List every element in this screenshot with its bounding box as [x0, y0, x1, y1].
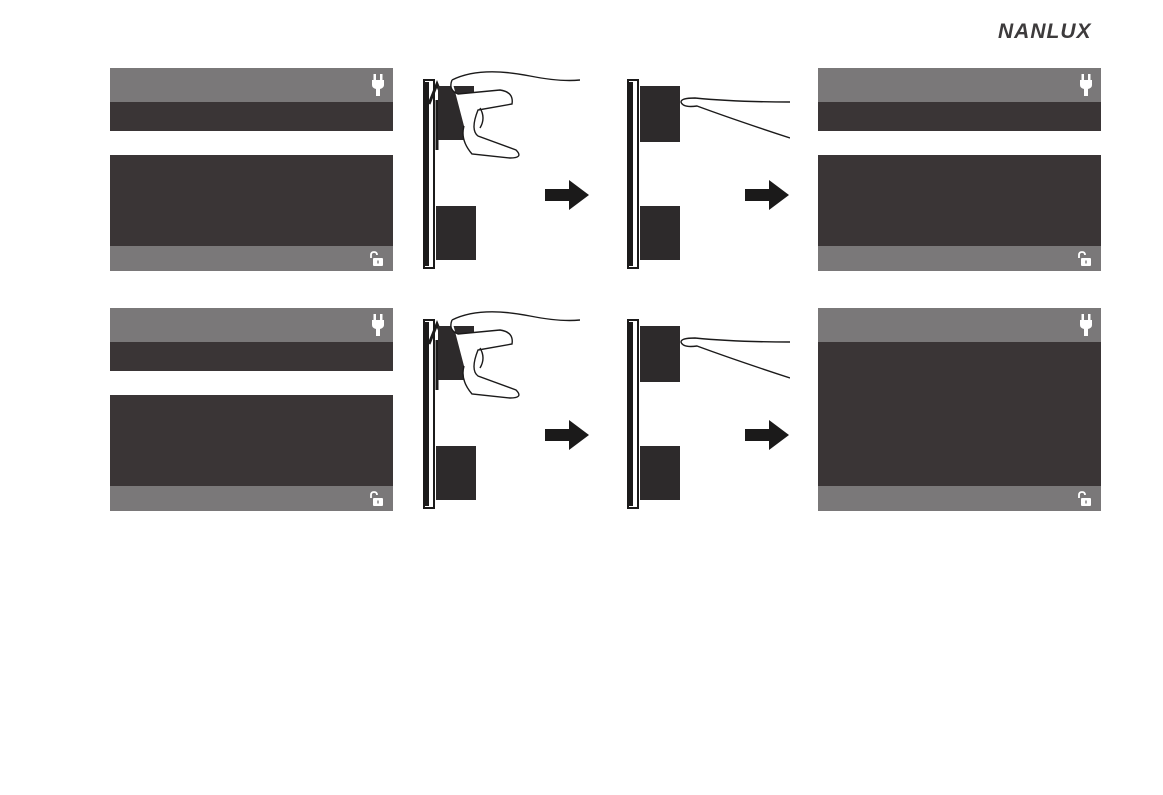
- status-bar-top: [110, 68, 393, 102]
- hand-press-knob-step: [420, 70, 580, 270]
- status-bar-top: [110, 308, 393, 342]
- status-bar-bottom: [818, 246, 1101, 271]
- sub-header-bar: [110, 342, 393, 371]
- sub-header-bar: [110, 102, 393, 131]
- sub-header-bar: [818, 102, 1101, 131]
- unlocked-padlock-icon: [1077, 251, 1091, 266]
- content-panel: [110, 395, 393, 486]
- unlocked-padlock-icon: [1077, 491, 1091, 506]
- unlocked-padlock-icon: [369, 491, 383, 506]
- finger-touch-knob-step: [625, 76, 790, 272]
- plug-icon: [1079, 74, 1093, 96]
- hand-press-knob-step: [420, 310, 580, 510]
- plug-icon: [371, 314, 385, 336]
- status-bar-bottom: [110, 246, 393, 271]
- plug-icon: [371, 74, 385, 96]
- status-bar-top: [818, 308, 1101, 342]
- screen-row2-start: [110, 308, 393, 511]
- finger-touch-knob-step: [625, 316, 790, 512]
- right-arrow-icon: [545, 420, 589, 450]
- right-arrow-icon: [745, 420, 789, 450]
- right-arrow-icon: [745, 180, 789, 210]
- right-arrow-icon: [545, 180, 589, 210]
- content-panel: [110, 155, 393, 246]
- screen-row1-start: [110, 68, 393, 271]
- status-bar-top: [818, 68, 1101, 102]
- brand-logo: NANLUX: [998, 18, 1122, 46]
- plug-icon: [1079, 314, 1093, 336]
- content-panel: [818, 155, 1101, 246]
- content-panel-full: [818, 342, 1101, 486]
- status-bar-bottom: [110, 486, 393, 511]
- screen-row2-end: [818, 308, 1101, 511]
- unlocked-padlock-icon: [369, 251, 383, 266]
- screen-row1-end: [818, 68, 1101, 271]
- status-bar-bottom: [818, 486, 1101, 511]
